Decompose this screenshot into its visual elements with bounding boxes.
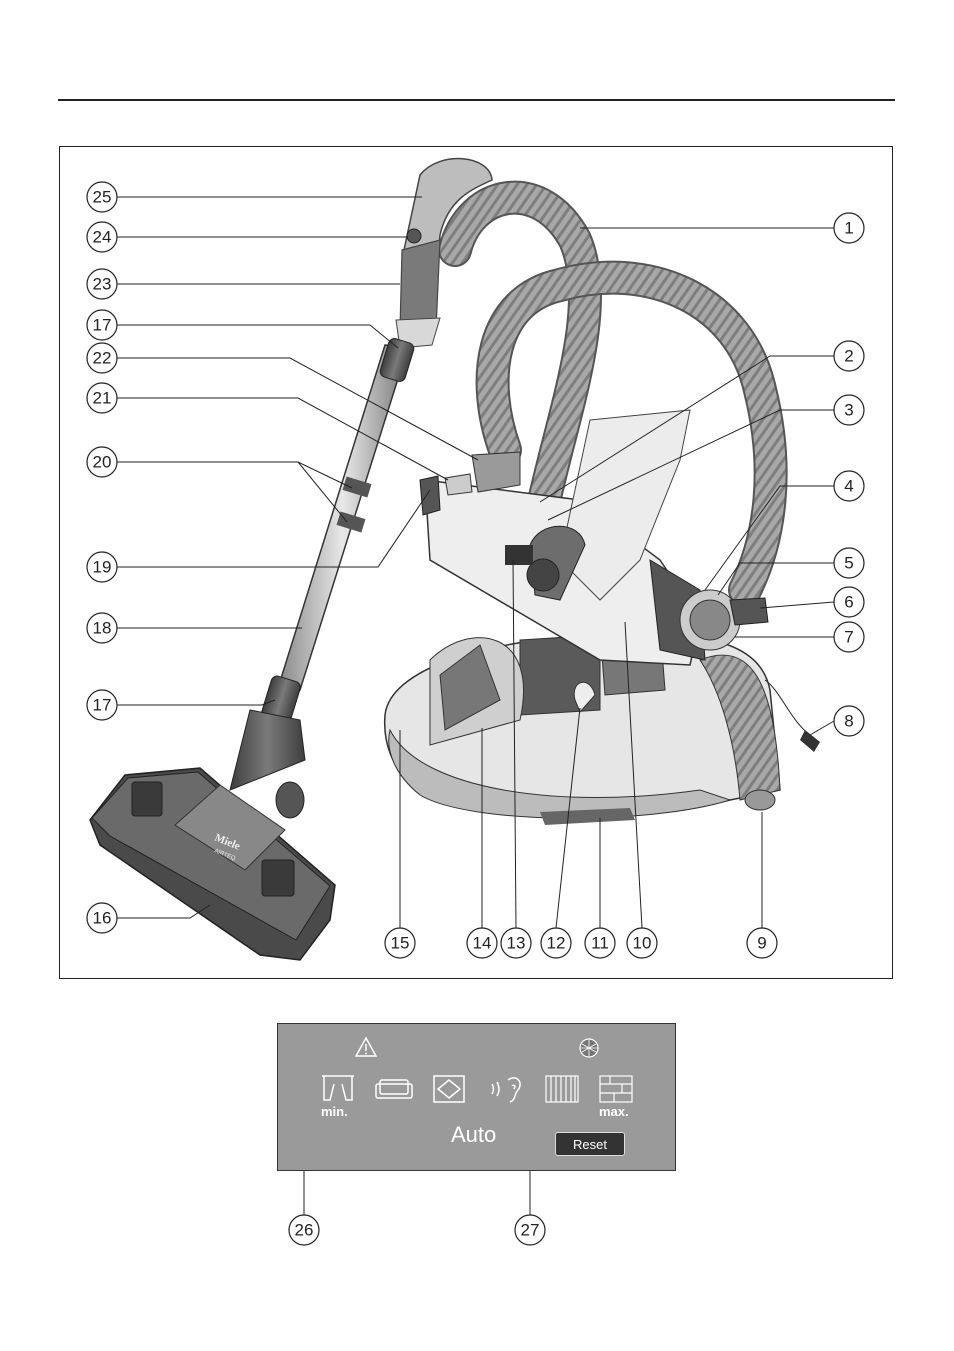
callout-26: 26 [289,1215,319,1245]
callout-3: 3 [834,395,864,425]
svg-text:27: 27 [521,1221,540,1240]
reset-button[interactable]: Reset [555,1132,625,1156]
dust-compartment-lid [420,410,768,665]
max-label: max. [599,1104,629,1119]
callout-12: 12 [541,928,571,958]
auto-label: Auto [451,1122,496,1148]
callout-5: 5 [834,548,864,578]
callout-7: 7 [834,622,864,652]
svg-text:9: 9 [757,934,766,953]
callout-14: 14 [467,928,497,958]
callout-8: 8 [834,706,864,736]
floorhead: Miele AIRTEQ [90,710,335,960]
callout-24: 24 [87,222,117,252]
callout-27: 27 [515,1215,545,1245]
callout-25: 25 [87,182,117,212]
callout-21: 21 [87,383,117,413]
callout-23: 23 [87,269,117,299]
svg-text:15: 15 [391,934,410,953]
plug [800,730,820,752]
callout-16: 16 [87,903,117,933]
callout-10: 10 [627,928,657,958]
svg-text:8: 8 [844,712,853,731]
callout-17-top: 17 [87,310,117,340]
svg-text:3: 3 [844,401,853,420]
filter-change-icon [580,1039,598,1057]
svg-text:24: 24 [93,228,112,247]
svg-text:16: 16 [93,909,112,928]
carpet-icon [546,1076,578,1102]
callout-11: 11 [585,928,615,958]
callout-18: 18 [87,613,117,643]
svg-text:26: 26 [295,1221,314,1240]
mattress-icon [434,1076,464,1102]
svg-text:20: 20 [93,453,112,472]
callout-22: 22 [87,343,117,373]
svg-text:4: 4 [844,477,853,496]
upholstery-icon [376,1080,412,1098]
svg-text:18: 18 [93,619,112,638]
control-display: min. max. Auto Reset [277,1023,676,1171]
callout-19: 19 [87,552,117,582]
callout-1: 1 [834,213,864,243]
callout-2: 2 [834,341,864,371]
svg-text:1: 1 [844,219,853,238]
svg-text:5: 5 [844,554,853,573]
svg-text:21: 21 [93,389,112,408]
svg-text:25: 25 [93,188,112,207]
warning-icon [356,1038,376,1056]
svg-text:6: 6 [844,593,853,612]
hard-floor-icon [600,1076,632,1102]
svg-text:17: 17 [93,696,112,715]
svg-text:10: 10 [633,934,652,953]
vacuum-body [385,625,780,825]
curtain-icon [322,1076,354,1100]
svg-text:11: 11 [591,934,609,953]
svg-text:23: 23 [93,275,112,294]
callout-15: 15 [385,928,415,958]
callout-13: 13 [501,928,531,958]
callout-9: 9 [747,928,777,958]
svg-text:7: 7 [844,628,853,647]
quiet-mode-icon [492,1078,520,1102]
svg-text:13: 13 [507,934,526,953]
callout-20: 20 [87,447,117,477]
svg-text:2: 2 [844,347,853,366]
callout-17-bottom: 17 [87,690,117,720]
svg-text:12: 12 [547,934,566,953]
min-label: min. [321,1104,348,1119]
callout-6: 6 [834,587,864,617]
callout-4: 4 [834,471,864,501]
svg-text:17: 17 [93,316,112,335]
svg-text:19: 19 [93,558,112,577]
svg-text:22: 22 [93,349,112,368]
svg-text:14: 14 [473,934,492,953]
telescopic-tube [260,337,415,726]
